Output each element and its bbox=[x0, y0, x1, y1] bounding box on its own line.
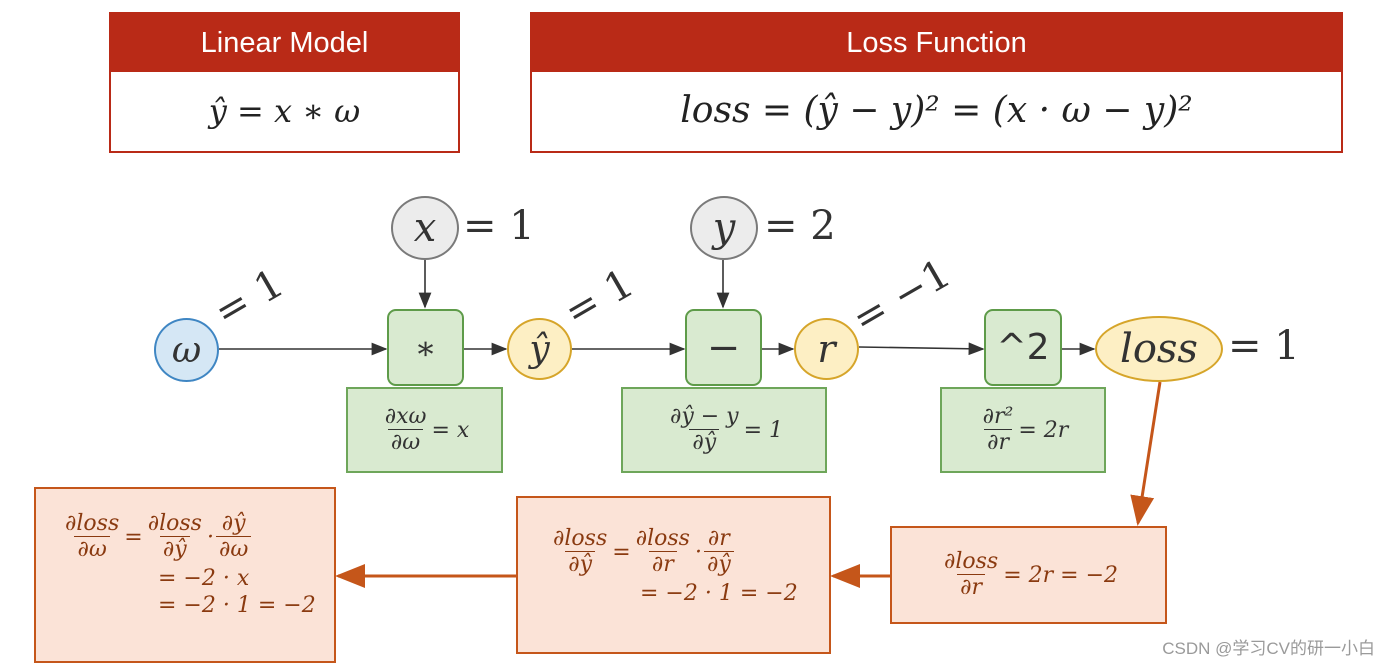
node-r: r bbox=[794, 318, 859, 380]
arrow-loss-to-step1 bbox=[1130, 381, 1162, 526]
step3-dot: · bbox=[206, 524, 214, 550]
step2-b-den: ∂ŷ bbox=[703, 551, 734, 578]
step3-eq: = bbox=[124, 524, 143, 550]
input-node-omega: ω bbox=[154, 318, 219, 382]
loss-label: loss bbox=[1120, 326, 1198, 372]
op-subtract-symbol: − bbox=[706, 324, 741, 371]
step3-a-num: ∂loss bbox=[147, 511, 202, 536]
input-node-x: x bbox=[391, 196, 459, 260]
local-derivative-multiply: ∂xω∂ω = x bbox=[346, 387, 503, 473]
gradient-step-1: ∂loss∂r = 2r = −2 bbox=[890, 526, 1167, 624]
input-x-value: = 1 bbox=[463, 203, 535, 249]
step2-eq: = bbox=[612, 539, 631, 565]
step3-b-den: ∂ω bbox=[215, 536, 252, 563]
op-multiply-symbol: ∗ bbox=[414, 328, 437, 367]
loss-function-box: Loss Function loss = (ŷ − y)² = (x · ω −… bbox=[530, 12, 1343, 153]
op-square-symbol: ^2 bbox=[996, 327, 1050, 368]
step2-lhs-den: ∂ŷ bbox=[565, 551, 596, 578]
step2-a-num: ∂loss bbox=[635, 526, 690, 551]
deriv-square-num: ∂r² bbox=[982, 403, 1014, 429]
input-x-label: x bbox=[413, 205, 437, 251]
op-node-square: ^2 bbox=[984, 309, 1062, 386]
op-node-multiply: ∗ bbox=[387, 309, 464, 386]
step1-den: ∂r bbox=[957, 573, 986, 601]
step2-lhs-num: ∂loss bbox=[553, 526, 608, 551]
step3-line2: = −2 · x bbox=[158, 565, 250, 591]
node-y-hat: ŷ bbox=[507, 318, 572, 380]
watermark: CSDN @学习CV的研一小白 bbox=[1162, 639, 1375, 658]
input-node-y: y bbox=[690, 196, 758, 260]
step2-b-num: ∂r bbox=[707, 526, 730, 551]
deriv-mul-num: ∂xω bbox=[384, 403, 427, 429]
deriv-sub-rhs: = 1 bbox=[743, 417, 784, 443]
loss-function-formula: loss = (ŷ − y)² = (x · ω − y)² bbox=[680, 90, 1193, 131]
step3-a-den: ∂ŷ bbox=[159, 536, 190, 563]
y-hat-label: ŷ bbox=[529, 328, 550, 370]
local-derivative-subtract: ∂ŷ − y∂ŷ = 1 bbox=[621, 387, 827, 473]
loss-value: = 1 bbox=[1228, 323, 1300, 369]
loss-function-title: Loss Function bbox=[532, 14, 1341, 72]
r-label: r bbox=[817, 327, 836, 371]
deriv-square-rhs: = 2r bbox=[1018, 417, 1069, 443]
step2-dot: · bbox=[694, 539, 702, 565]
step3-lhs-num: ∂loss bbox=[65, 511, 120, 536]
deriv-mul-rhs: = x bbox=[431, 417, 470, 443]
deriv-sub-den: ∂ŷ bbox=[689, 428, 720, 456]
omega-label: ω bbox=[171, 329, 202, 371]
step2-line2: = −2 · 1 = −2 bbox=[640, 580, 798, 606]
step1-rhs: = 2r = −2 bbox=[1003, 562, 1119, 588]
input-y-value: = 2 bbox=[764, 203, 836, 249]
node-loss: loss bbox=[1095, 316, 1223, 382]
step2-a-den: ∂r bbox=[648, 551, 677, 578]
arrow-r-to-square bbox=[858, 342, 985, 356]
linear-model-box: Linear Model ŷ = x ∗ ω bbox=[109, 12, 460, 153]
deriv-square-den: ∂r bbox=[984, 428, 1012, 456]
deriv-mul-den: ∂ω bbox=[387, 428, 424, 456]
step3-lhs-den: ∂ω bbox=[74, 536, 110, 563]
step1-num: ∂loss bbox=[943, 548, 999, 574]
local-derivative-square: ∂r²∂r = 2r bbox=[940, 387, 1106, 473]
op-node-subtract: − bbox=[685, 309, 762, 386]
linear-model-formula: ŷ = x ∗ ω bbox=[208, 92, 361, 130]
linear-model-title: Linear Model bbox=[111, 14, 458, 72]
input-y-label: y bbox=[712, 205, 736, 251]
deriv-sub-num: ∂ŷ − y bbox=[669, 403, 739, 429]
gradient-step-2: ∂loss∂ŷ = ∂loss∂r · ∂r∂ŷ = −2 · 1 = −2 bbox=[516, 496, 831, 654]
step3-b-num: ∂ŷ bbox=[221, 511, 246, 536]
step3-line3: = −2 · 1 = −2 bbox=[158, 592, 316, 618]
gradient-step-3: ∂loss∂ω = ∂loss∂ŷ · ∂ŷ∂ω = −2 · x = −2 ·… bbox=[34, 487, 336, 663]
